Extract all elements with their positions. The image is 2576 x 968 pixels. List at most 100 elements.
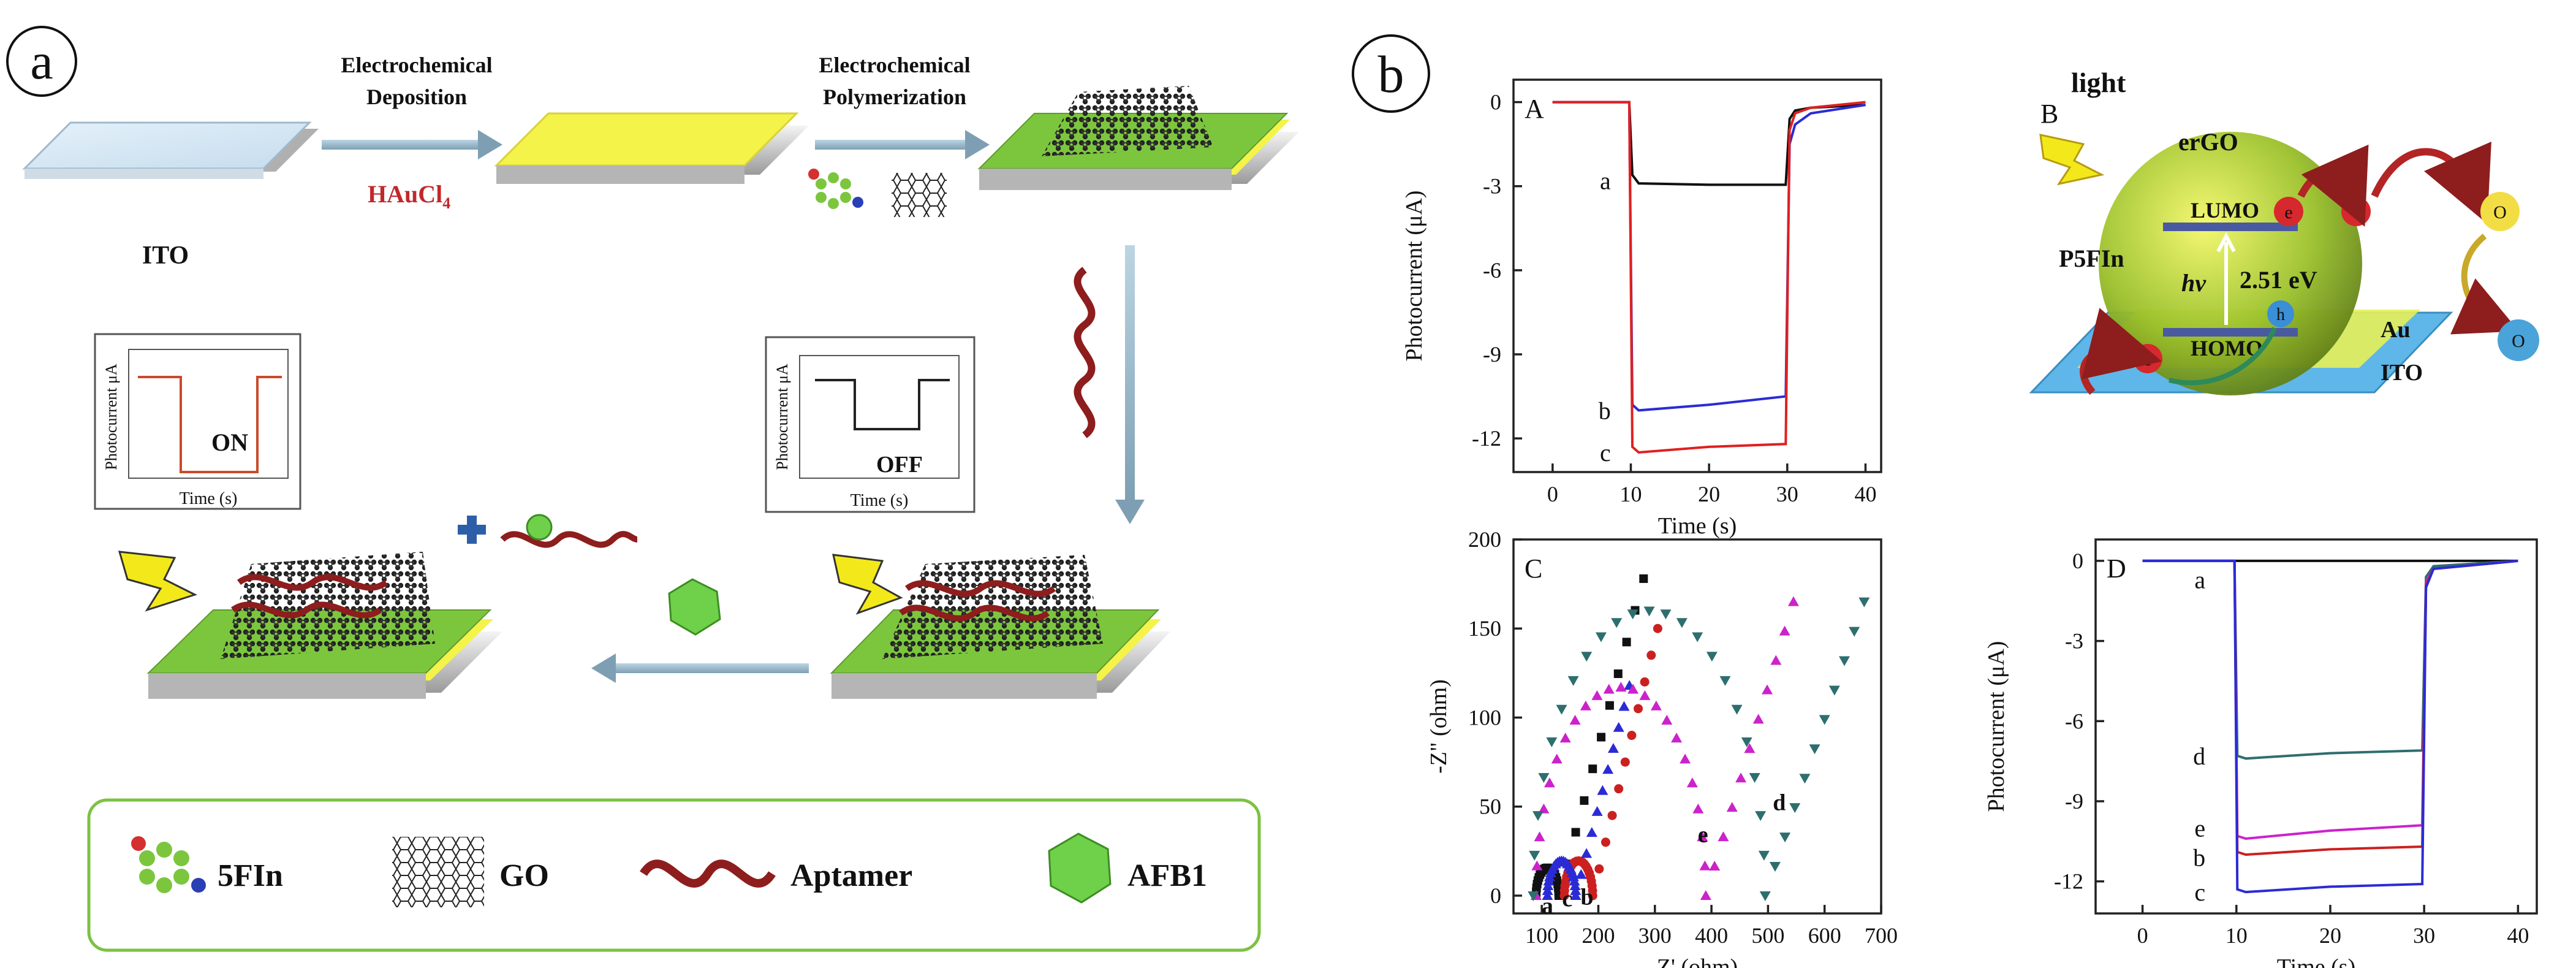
point-e (1787, 596, 1799, 606)
point-e (1650, 700, 1662, 711)
point-b (1634, 704, 1643, 714)
series-label-c: c (1600, 439, 1611, 467)
mechanism-diagram-B: B light Au ITO erGO P5FIn LUMO HOMO hv 2… (2029, 67, 2539, 395)
chart-D-letter: D (2107, 554, 2126, 584)
point-b (1614, 784, 1624, 794)
y-tick-label: 50 (1479, 795, 1501, 819)
point-d (1839, 656, 1850, 666)
inset-off-state: OFF (876, 452, 923, 478)
point-d (1731, 704, 1743, 715)
point-c (1613, 722, 1624, 732)
y-tick-label: -9 (2065, 789, 2083, 814)
chart-D-xlabel: Time (s) (2277, 955, 2355, 968)
transfer-arrow-3 (2080, 308, 2162, 395)
light-bolt-icon-right (832, 554, 903, 615)
point-d (1749, 773, 1760, 783)
point-b (1646, 650, 1656, 660)
svg-text:O: O (2512, 331, 2525, 351)
point-d (1719, 676, 1731, 686)
point-d (1529, 850, 1540, 861)
ergo-label: erGO (2178, 128, 2238, 156)
point-e (1534, 831, 1545, 842)
point-b (1627, 731, 1637, 741)
point-d (1546, 737, 1558, 747)
point-e (1591, 690, 1603, 700)
x-tick-label: 200 (1582, 923, 1615, 948)
y-tick-label: 0 (1490, 90, 1501, 115)
point-d (1809, 744, 1820, 755)
point-e (1762, 684, 1773, 695)
excitation-arrow (2216, 232, 2236, 325)
point-c (1569, 875, 1580, 886)
plus-icon (458, 516, 486, 544)
point-d (1692, 632, 1703, 642)
y-tick-label: -3 (1483, 174, 1501, 199)
step-arrow-aptamer (1115, 245, 1145, 524)
y-tick-label: 0 (1490, 883, 1501, 908)
point-d (1779, 833, 1791, 843)
point-d (1828, 685, 1840, 696)
series-c-line (2142, 559, 2518, 894)
panel-a-label: a (30, 33, 53, 90)
x-tick-label: 10 (1619, 482, 1642, 506)
signal-on-slide (146, 552, 502, 699)
inset-off-trace (815, 379, 950, 430)
polymerization-label-line1: Electrochemical (819, 53, 970, 77)
electron-from-au: e (2133, 344, 2162, 373)
point-c (1570, 885, 1582, 895)
superoxide-molecule: O (2498, 319, 2539, 361)
point-d (1849, 627, 1860, 637)
series-label-a: a (1542, 893, 1553, 919)
y-tick-label: -3 (2065, 629, 2083, 654)
x-tick-label: 10 (2226, 923, 2248, 948)
point-d (1799, 774, 1811, 784)
series-label-d: d (1773, 790, 1786, 816)
ito-slide (22, 121, 319, 179)
transfer-arrow-1 (2297, 144, 2369, 227)
chart-C-frame (1512, 538, 1882, 915)
legend-aptamer-label: Aptamer (790, 858, 912, 893)
point-d (1528, 891, 1539, 901)
series-label-a: a (2194, 566, 2205, 593)
point-e (1538, 803, 1550, 814)
series-c-line (1552, 101, 1866, 454)
series-label-c: c (2194, 878, 2205, 906)
svg-text:h: h (2276, 305, 2285, 324)
inset-on-xlabel: Time (s) (180, 489, 238, 508)
chart-C-ylabel: -Z" (ohm) (1426, 679, 1452, 774)
x-tick-label: 20 (2319, 923, 2341, 948)
point-c (1570, 890, 1582, 900)
point-e (1569, 715, 1581, 725)
deposition-label-line1: Electrochemical (341, 53, 492, 77)
point-d (1819, 715, 1830, 725)
point-e (1697, 831, 1708, 842)
point-d (1858, 597, 1870, 608)
step-arrow-deposition (322, 130, 502, 159)
panel-a-badge (6, 26, 77, 97)
y-tick-label: 150 (1468, 616, 1501, 641)
x-tick-label: 400 (1695, 923, 1728, 948)
point-e (1718, 831, 1729, 842)
oxygen-molecule: O (2480, 192, 2520, 231)
point-e (1700, 890, 1711, 900)
au-label: Au (2381, 317, 2411, 343)
x-tick-label: 40 (1854, 482, 1876, 506)
chart-D-frame (2094, 538, 2538, 915)
point-e (1752, 714, 1764, 724)
y-tick-label: -9 (1483, 342, 1501, 367)
bandgap-label: 2.51 eV (2240, 266, 2317, 294)
ito-label: ITO (142, 242, 189, 270)
point-e (1744, 743, 1756, 753)
point-b (1640, 677, 1650, 687)
x-tick-label: 30 (2413, 923, 2435, 948)
point-c (1602, 764, 1614, 774)
point-c (1597, 785, 1608, 795)
legend-afb1-icon (1048, 833, 1112, 904)
svg-text:e: e (2352, 202, 2360, 223)
x-tick-label: 500 (1751, 923, 1784, 948)
legend-afb1-label: AFB1 (1127, 858, 1207, 893)
point-d (1556, 704, 1567, 715)
transfer-arrow-2 (2371, 141, 2491, 224)
